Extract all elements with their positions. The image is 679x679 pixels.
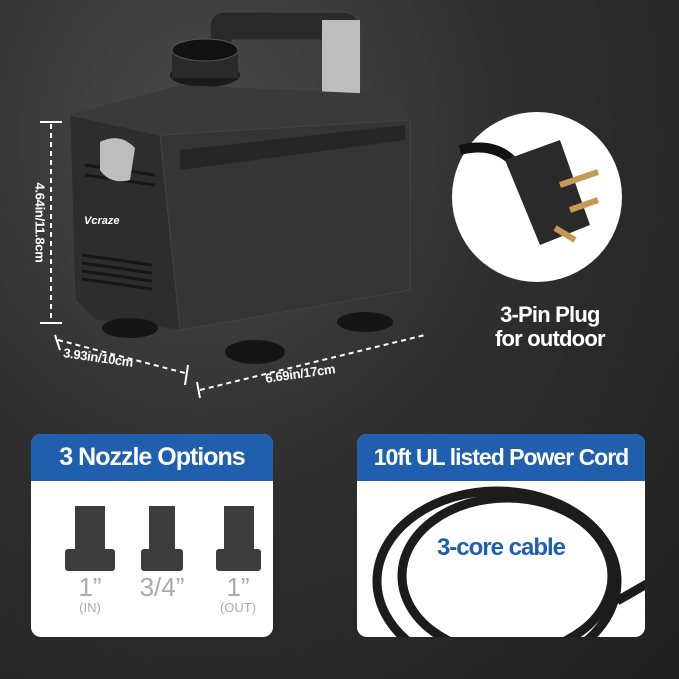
- pump-illustration: [69, 11, 600, 364]
- cord-label: 3-core cable: [436, 534, 566, 561]
- nozzle-item: 1”(OUT): [219, 572, 257, 615]
- cord-image: [372, 486, 645, 637]
- plug-caption-line2: for outdoor: [495, 326, 606, 351]
- plug-caption: 3-Pin Plug for outdoor: [495, 302, 606, 351]
- nozzle-images: [65, 506, 261, 571]
- nozzle-item: 3/4”: [139, 572, 185, 602]
- nozzle-item: 1”(IN): [78, 572, 102, 615]
- cord-panel-title: 10ft UL listed Power Cord: [357, 434, 645, 481]
- brand-logo: Vcraze: [84, 215, 120, 227]
- plug-caption-line1: 3-Pin Plug: [500, 302, 600, 327]
- switch-knob: [100, 138, 135, 182]
- nozzle-panel: 3 Nozzle Options 1”(IN) 3/4” 1”(OUT): [31, 434, 273, 637]
- height-dimension: 4.64in/11.8cm: [32, 182, 48, 263]
- nozzle-panel-title: 3 Nozzle Options: [31, 434, 273, 481]
- cord-panel: 10ft UL listed Power Cord 3-core cable: [357, 434, 645, 637]
